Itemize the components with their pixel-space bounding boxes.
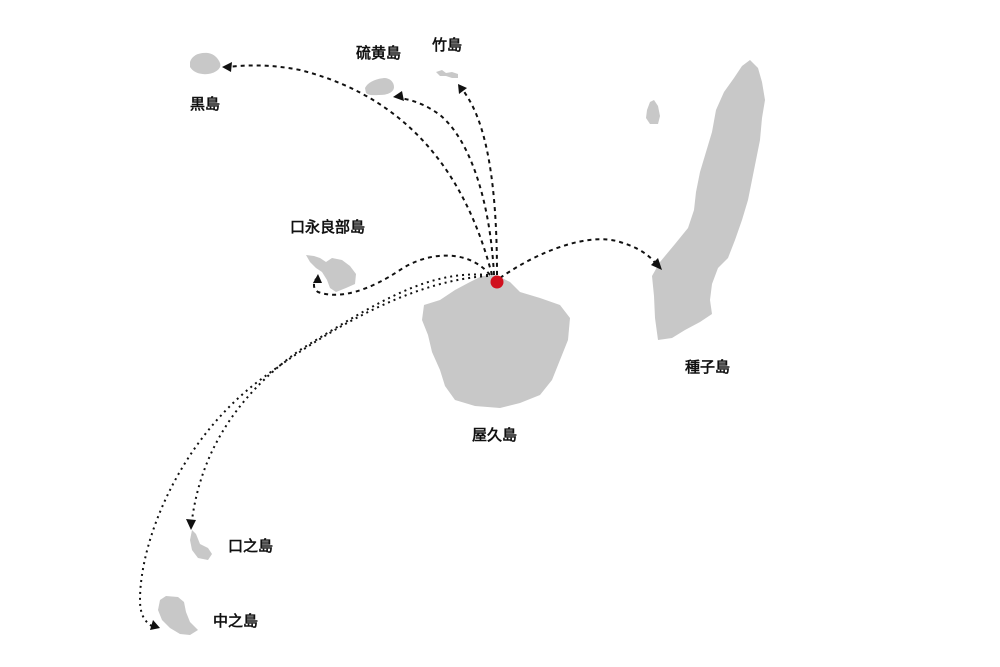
- island-takeshima[interactable]: [436, 70, 458, 78]
- label-nakanoshima: 中之島: [213, 612, 259, 630]
- origin-marker[interactable]: [490, 275, 504, 289]
- label-kuchinoshima: 口之島: [228, 537, 274, 555]
- route-yakushima-kuroshima[interactable]: [227, 64, 493, 276]
- island-iojima[interactable]: [365, 78, 394, 96]
- arrow-kuchinoerabujima: [313, 274, 322, 283]
- arrow-kuchinoshima: [186, 519, 196, 530]
- arrow-iojima: [393, 91, 404, 101]
- route-yakushima-takeshima[interactable]: [461, 87, 498, 276]
- label-kuroshima: 黒島: [190, 95, 221, 113]
- route-yakushima-tanegashima[interactable]: [499, 238, 657, 279]
- arrow-takeshima: [458, 84, 467, 94]
- label-tanegashima: 種子島: [685, 358, 731, 376]
- island-kuchinoshima[interactable]: [190, 530, 212, 560]
- island-tanegashima[interactable]: [652, 60, 765, 340]
- route-yakushima-nakanoshima[interactable]: [138, 275, 489, 627]
- island-yakushima[interactable]: [422, 275, 570, 408]
- label-iojima: 硫黄島: [356, 44, 402, 62]
- route-yakushima-kuchinoerabujima[interactable]: [312, 254, 491, 296]
- label-kuchinoerabujima: 口永良部島: [290, 218, 366, 236]
- arrow-nakanoshima: [150, 620, 160, 630]
- arrow-tanegashima: [651, 258, 662, 270]
- arrow-kuroshima: [222, 62, 232, 72]
- label-takeshima: 竹島: [432, 36, 463, 54]
- island-tanegashima-islet: [646, 100, 660, 124]
- route-yakushima-kuchinoshima[interactable]: [191, 273, 489, 521]
- label-yakushima: 屋久島: [472, 426, 518, 444]
- island-kuchinoerabujima[interactable]: [306, 255, 356, 292]
- route-yakushima-iojima[interactable]: [399, 97, 495, 276]
- island-nakanoshima[interactable]: [158, 596, 198, 635]
- island-kuroshima[interactable]: [190, 52, 221, 75]
